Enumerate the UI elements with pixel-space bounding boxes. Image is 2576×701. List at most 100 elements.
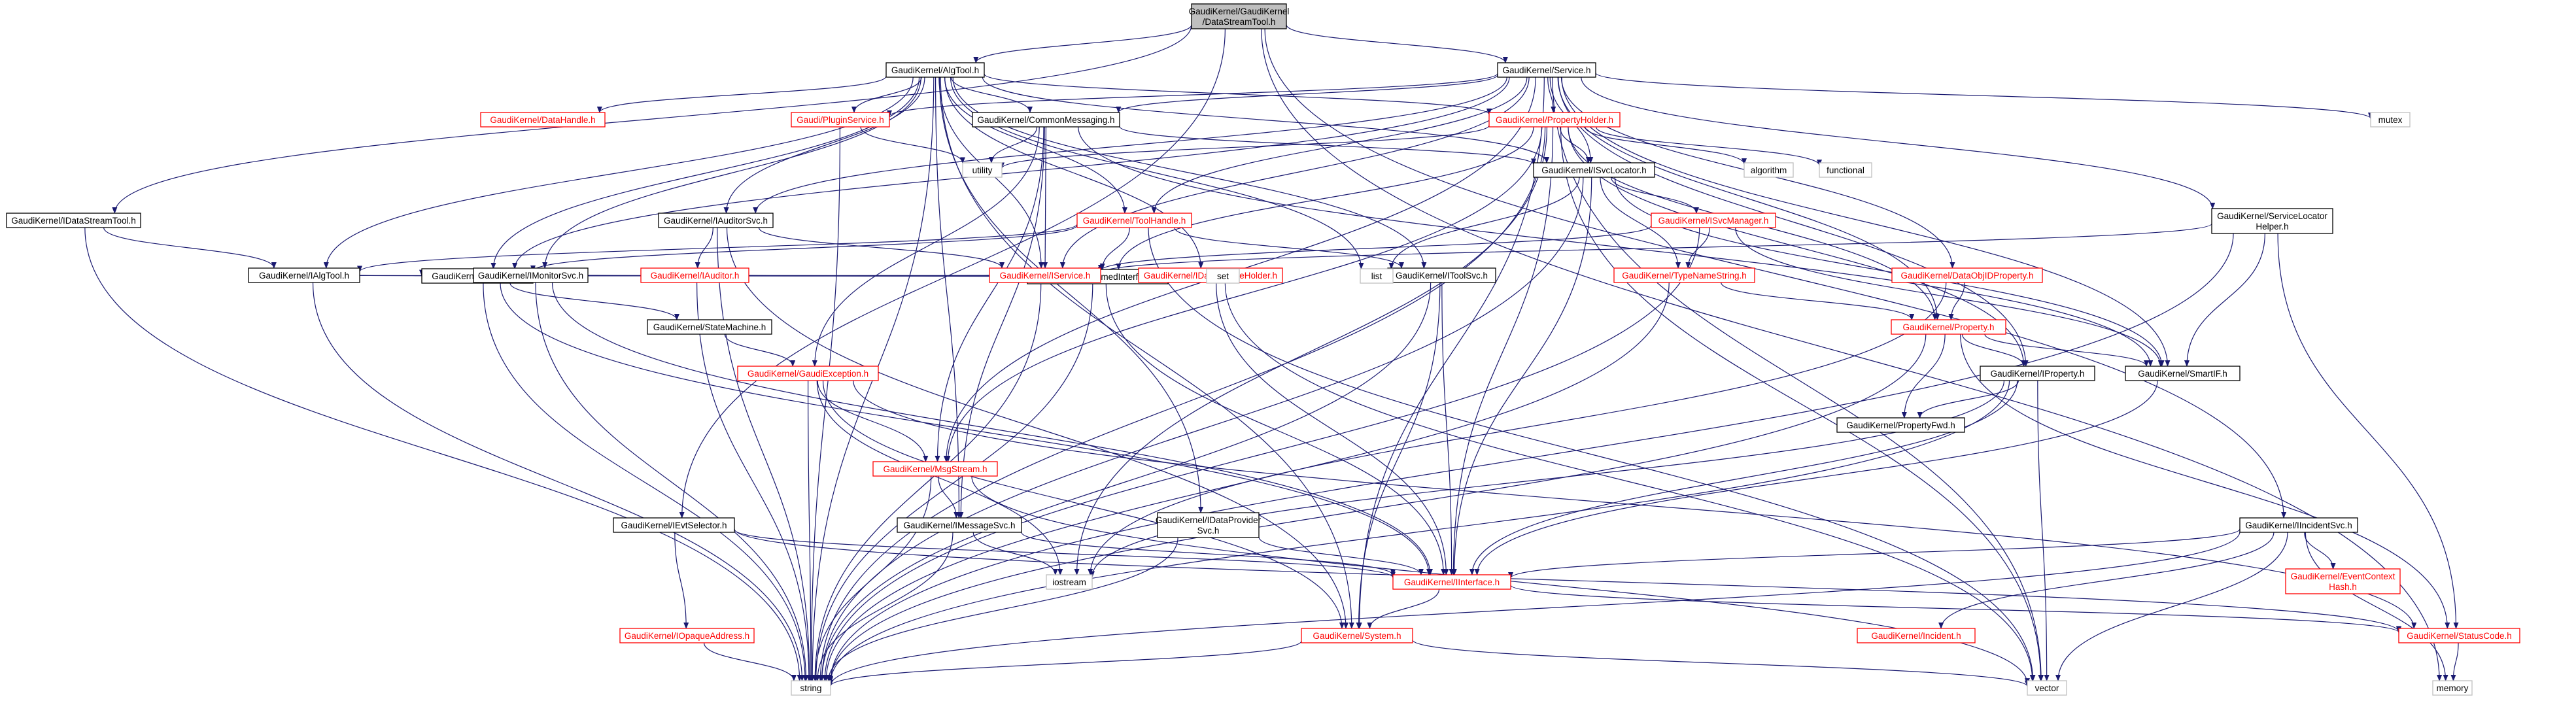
node-isvcmanager[interactable]: GaudiKernel/ISvcManager.h bbox=[1651, 213, 1776, 228]
node-iincident[interactable]: GaudiKernel/Incident.h bbox=[1857, 628, 1976, 643]
node-iincidentsvc[interactable]: GaudiKernel/IIncidentSvc.h bbox=[2239, 517, 2358, 533]
edge-system-to-vector bbox=[1412, 639, 2030, 687]
edge-service-to-smartif bbox=[1561, 77, 2171, 367]
node-box-root bbox=[1191, 3, 1287, 29]
node-iauditor[interactable]: GaudiKernel/IAuditor.h bbox=[640, 267, 749, 283]
node-string: string bbox=[791, 680, 831, 696]
edge-toolhandle-to-vector bbox=[1148, 227, 2036, 681]
node-iplugin[interactable]: Gaudi/PluginService.h bbox=[791, 112, 890, 128]
node-istatemachine[interactable]: GaudiKernel/StateMachine.h bbox=[647, 319, 772, 335]
node-commonmessaging[interactable]: GaudiKernel/CommonMessaging.h bbox=[972, 112, 1120, 128]
edge-isvcmanager-to-typenamestring bbox=[1685, 227, 1710, 269]
edge-gaudiexception-to-msgstream bbox=[817, 380, 929, 462]
edge-toolhandle-to-istateful bbox=[530, 224, 1078, 272]
edge-commonmessaging-to-isvclocator bbox=[1119, 126, 1536, 165]
node-property[interactable]: GaudiKernel/Property.h bbox=[1891, 319, 2006, 335]
edge-service-to-commonmessaging bbox=[1116, 74, 1498, 113]
node-set: set bbox=[1206, 268, 1240, 284]
node-dataobjidproperty[interactable]: GaudiKernel/DataObjIDProperty.h bbox=[1891, 267, 2043, 283]
node-iauditorsvc[interactable]: GaudiKernel/IAuditorSvc.h bbox=[658, 213, 774, 228]
node-typenamestring[interactable]: GaudiKernel/TypeNameString.h bbox=[1613, 267, 1755, 283]
node-memory: memory bbox=[2432, 680, 2473, 696]
edge-algtool-to-system bbox=[940, 77, 1354, 629]
node-service[interactable]: GaudiKernel/Service.h bbox=[1497, 62, 1596, 78]
edge-iinterface-to-statuscode bbox=[1510, 585, 2401, 634]
node-box-vector bbox=[2027, 680, 2067, 696]
edge-root-to-ievtselector bbox=[679, 28, 1226, 519]
node-box-iauditor bbox=[640, 267, 749, 283]
node-label-itoolsvc: GaudiKernel/IToolSvc.h bbox=[1396, 271, 1488, 281]
edge-iauditor-to-string bbox=[696, 282, 812, 681]
node-label-msgstream: GaudiKernel/MsgStream.h bbox=[883, 464, 987, 474]
edge-toolhandle-to-ialgtool bbox=[357, 224, 1078, 273]
node-box-ievtselector bbox=[613, 517, 735, 533]
node-label-iincidentsvc: GaudiKernel/IIncidentSvc.h bbox=[2245, 521, 2352, 530]
edge-isvclocator-to-iinterface bbox=[1451, 177, 1592, 575]
node-box-datahandle bbox=[480, 112, 606, 128]
node-box-typenamestring bbox=[1613, 267, 1755, 283]
edge-isvcmanager-to-string bbox=[822, 227, 1700, 681]
node-label-algorithm: algorithm bbox=[1751, 165, 1787, 175]
node-label-ievtselector: GaudiKernel/IEvtSelector.h bbox=[621, 521, 727, 530]
node-isvclocator[interactable]: GaudiKernel/ISvcLocator.h bbox=[1533, 162, 1655, 178]
edge-toolhandle-to-itoolsvc bbox=[1174, 227, 1404, 269]
node-gaudiexception[interactable]: GaudiKernel/GaudiException.h bbox=[737, 366, 879, 381]
node-statuscode[interactable]: GaudiKernel/StatusCode.h bbox=[2398, 628, 2520, 643]
edge-isvclocator-to-string bbox=[819, 177, 1584, 681]
node-label-iproperty: GaudiKernel/IProperty.h bbox=[1991, 369, 2085, 379]
edge-iplugin-to-utility bbox=[860, 126, 965, 164]
edge-propertyholder-to-msgstream bbox=[945, 126, 1543, 462]
node-algtool[interactable]: GaudiKernel/AlgTool.h bbox=[885, 62, 985, 78]
node-box-system bbox=[1301, 628, 1413, 643]
node-imessagesvc[interactable]: GaudiKernel/IMessageSvc.h bbox=[897, 517, 1022, 533]
node-root[interactable]: GaudiKernel/GaudiKernel/DataStreamTool.h bbox=[1189, 3, 1290, 29]
node-imonitorsvc[interactable]: GaudiKernel/IMonitorSvc.h bbox=[473, 267, 589, 283]
edge-isvclocator-to-isvcmanager bbox=[1610, 177, 1699, 214]
edge-iproperty-to-iinterface bbox=[1469, 380, 2018, 575]
node-iservice[interactable]: GaudiKernel/IService.h bbox=[989, 267, 1101, 283]
edge-istateful-to-iinterface bbox=[500, 282, 1432, 575]
node-propertyfwd[interactable]: GaudiKernel/PropertyFwd.h bbox=[1836, 417, 1965, 433]
node-iostream: iostream bbox=[1046, 574, 1093, 590]
node-idatastreamtool[interactable]: GaudiKernel/IDataStreamTool.h bbox=[6, 213, 141, 228]
edge-imonitorsvc-to-iinterface bbox=[551, 282, 1433, 575]
edge-commonmessaging-to-smartif bbox=[1078, 126, 2154, 367]
node-label-toolhandle: GaudiKernel/ToolHandle.h bbox=[1083, 216, 1186, 226]
node-label-iincident: GaudiKernel/Incident.h bbox=[1871, 631, 1961, 641]
edge-dataobjidproperty-to-property bbox=[1948, 282, 1965, 320]
node-iproperty[interactable]: GaudiKernel/IProperty.h bbox=[1980, 366, 2095, 381]
edge-commonmessaging-to-imessagesvc bbox=[958, 126, 1045, 519]
node-smartif[interactable]: GaudiKernel/SmartIF.h bbox=[2125, 366, 2241, 381]
node-box-istatemachine bbox=[647, 319, 772, 335]
edge-commonmessaging-to-iservice bbox=[1042, 126, 1048, 269]
node-toolhandle[interactable]: GaudiKernel/ToolHandle.h bbox=[1076, 213, 1192, 228]
node-box-utility bbox=[962, 162, 1003, 178]
node-ialgtool[interactable]: GaudiKernel/IAlgTool.h bbox=[248, 267, 360, 283]
edge-propertyholder-to-inamedinterface bbox=[1116, 126, 1534, 270]
node-iopaqueaddress[interactable]: GaudiKernel/IOpaqueAddress.h bbox=[619, 628, 755, 643]
node-datahandle[interactable]: GaudiKernel/DataHandle.h bbox=[480, 112, 606, 128]
edge-iinterface-to-system bbox=[1367, 589, 1440, 629]
node-label-iinterface: GaudiKernel/IInterface.h bbox=[1404, 577, 1500, 587]
node-itoolsvc[interactable]: GaudiKernel/IToolSvc.h bbox=[1387, 267, 1496, 283]
edge-property-to-propertyfwd bbox=[1901, 333, 1946, 419]
node-box-iinterface bbox=[1392, 574, 1511, 590]
node-propertyholder[interactable]: GaudiKernel/PropertyHolder.h bbox=[1488, 112, 1621, 128]
edge-property-to-statuscode bbox=[1960, 333, 2450, 629]
edge-algtool-to-idatahandleholder bbox=[944, 77, 1204, 269]
node-box-msgstream bbox=[872, 461, 998, 477]
edge-idatahandleholder-to-vector bbox=[1224, 282, 2035, 681]
node-system[interactable]: GaudiKernel/System.h bbox=[1301, 628, 1413, 643]
node-box-iservice bbox=[989, 267, 1101, 283]
node-label-list: list bbox=[1371, 271, 1382, 281]
edge-toolhandle-to-inamedinterface bbox=[1099, 227, 1130, 270]
node-ievtselector[interactable]: GaudiKernel/IEvtSelector.h bbox=[613, 517, 735, 533]
node-msgstream[interactable]: GaudiKernel/MsgStream.h bbox=[872, 461, 998, 477]
node-iinterface[interactable]: GaudiKernel/IInterface.h bbox=[1392, 574, 1511, 590]
edge-itoolsvc-to-system bbox=[1356, 282, 1441, 629]
node-label-algtool: GaudiKernel/AlgTool.h bbox=[891, 65, 979, 75]
edge-servicelocatorhelper-to-string bbox=[828, 233, 2234, 683]
